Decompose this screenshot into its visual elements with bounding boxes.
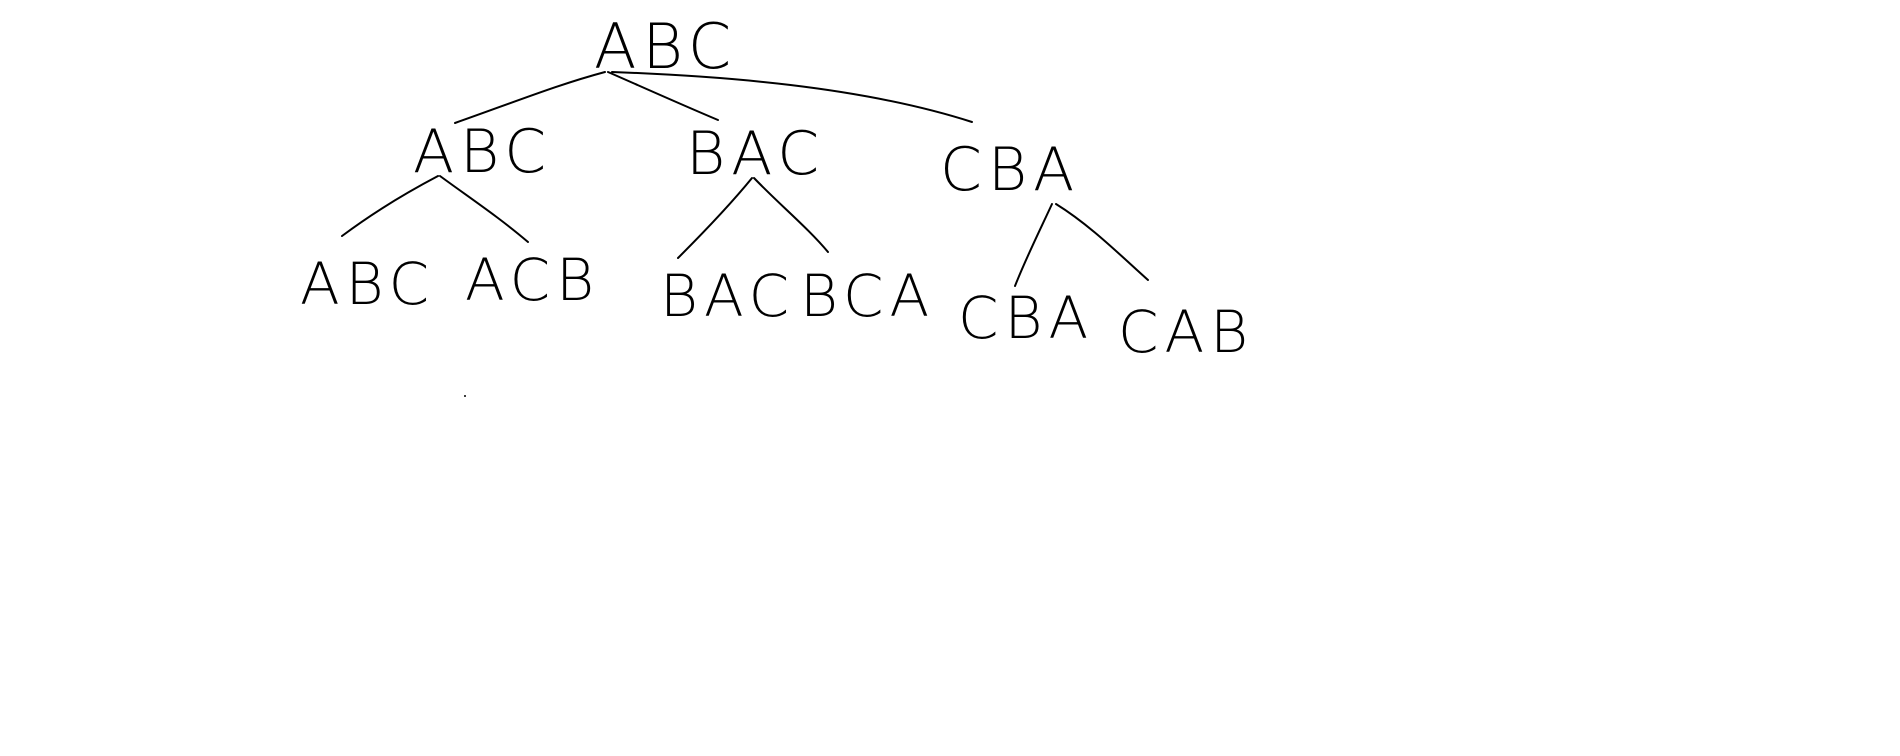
node-label-l2-cba: CBA [958,284,1094,352]
edge-root-to-abc [454,71,606,124]
edges-root [454,71,973,124]
edge-bac-to-bca [753,177,829,253]
level-2-nodes: ABC ACB BAC BCA CBA CAB [300,246,1254,366]
edge-bac-to-bac [677,177,753,259]
node-label-l2-bca: BCA [800,262,935,330]
node-label-l2-bac: BAC [660,262,795,330]
edge-cba-to-cab [1055,203,1149,281]
node-label-l1-cba: CBA [940,135,1080,205]
node-label-l2-acb: ACB [465,246,600,314]
node-label-l2-abc: ABC [300,250,435,318]
edge-abc-to-abc [341,175,439,237]
edges-level1 [341,175,1149,287]
node-label-l1-bac: BAC [686,119,825,189]
level-1-nodes: ABC BAC CBA [413,117,1080,205]
stray-dot [464,395,466,397]
edge-root-to-bac [607,71,719,121]
edge-abc-to-acb [439,175,529,243]
edge-cba-to-cba [1014,203,1053,287]
node-root: ABC [594,10,737,83]
node-label-l2-cab: CAB [1118,298,1254,366]
node-label-root: ABC [594,10,737,83]
node-label-l1-abc: ABC [413,117,552,187]
edge-root-to-cba [611,71,973,123]
